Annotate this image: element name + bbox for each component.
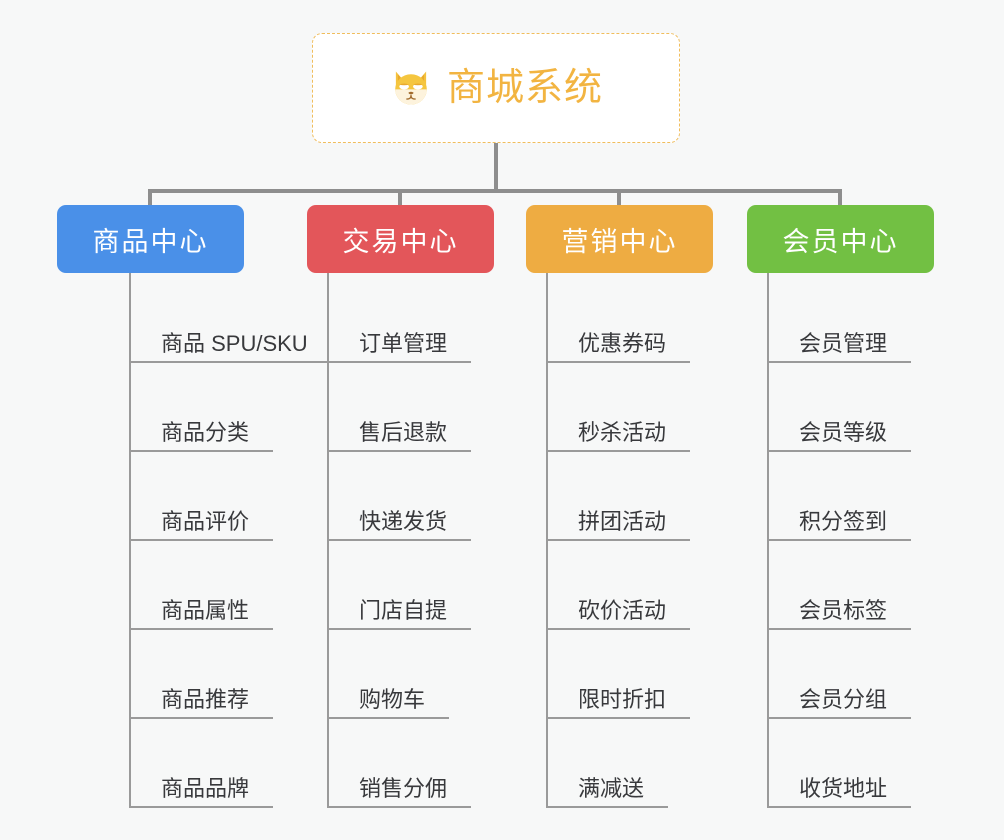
list-item[interactable]: 商品属性 <box>131 541 307 630</box>
branch-marketing-center: 营销中心 优惠券码 秒杀活动 拼团活动 砍价活动 限时折扣 满减送 <box>526 205 776 808</box>
leaf-label: 会员分组 <box>769 686 912 719</box>
leaf-label: 会员管理 <box>769 330 912 363</box>
list-item[interactable]: 销售分佣 <box>329 719 557 808</box>
category-label-2: 营销中心 <box>561 226 678 257</box>
list-item[interactable]: 会员标签 <box>769 541 997 630</box>
leaf-label: 砍价活动 <box>548 597 691 630</box>
category-box-0[interactable]: 商品中心 <box>57 205 244 273</box>
leaf-label: 销售分佣 <box>329 775 472 808</box>
leaf-label: 限时折扣 <box>548 686 691 719</box>
leaf-list-2: 优惠券码 秒杀活动 拼团活动 砍价活动 限时折扣 满减送 <box>546 273 776 808</box>
list-item[interactable]: 会员分组 <box>769 630 997 719</box>
category-box-1[interactable]: 交易中心 <box>307 205 494 273</box>
leaf-label: 商品品牌 <box>131 775 274 808</box>
branch-product-center: 商品中心 商品 SPU/SKU 商品分类 商品评价 商品属性 商品推荐 商品品牌 <box>57 205 332 808</box>
leaf-label: 快递发货 <box>329 508 472 541</box>
list-item[interactable]: 门店自提 <box>329 541 557 630</box>
list-item[interactable]: 优惠券码 <box>548 274 776 363</box>
list-item[interactable]: 秒杀活动 <box>548 363 776 452</box>
connector-drop-3 <box>838 189 842 205</box>
leaf-label: 商品推荐 <box>131 686 274 719</box>
branch-trade-center: 交易中心 订单管理 售后退款 快递发货 门店自提 购物车 销售分佣 <box>307 205 557 808</box>
leaf-label: 商品 SPU/SKU <box>131 330 332 363</box>
leaf-label: 积分签到 <box>769 508 912 541</box>
list-item[interactable]: 会员等级 <box>769 363 997 452</box>
leaf-label: 售后退款 <box>329 419 472 452</box>
leaf-list-3: 会员管理 会员等级 积分签到 会员标签 会员分组 收货地址 <box>767 273 997 808</box>
leaf-label: 订单管理 <box>329 330 472 363</box>
list-item[interactable]: 收货地址 <box>769 719 997 808</box>
list-item[interactable]: 限时折扣 <box>548 630 776 719</box>
connector-drop-2 <box>617 189 621 205</box>
leaf-label: 商品属性 <box>131 597 274 630</box>
category-label-1: 交易中心 <box>342 226 459 257</box>
list-item[interactable]: 砍价活动 <box>548 541 776 630</box>
list-item[interactable]: 售后退款 <box>329 363 557 452</box>
list-item[interactable]: 积分签到 <box>769 452 997 541</box>
branch-member-center: 会员中心 会员管理 会员等级 积分签到 会员标签 会员分组 收货地址 <box>747 205 997 808</box>
connector-drop-0 <box>148 189 152 205</box>
list-item[interactable]: 快递发货 <box>329 452 557 541</box>
list-item[interactable]: 商品评价 <box>131 452 307 541</box>
leaf-list-1: 订单管理 售后退款 快递发货 门店自提 购物车 销售分佣 <box>327 273 557 808</box>
list-item[interactable]: 满减送 <box>548 719 776 808</box>
leaf-label: 会员标签 <box>769 597 912 630</box>
root-node[interactable]: 商城系统 <box>312 33 680 143</box>
category-box-2[interactable]: 营销中心 <box>526 205 713 273</box>
category-label-0: 商品中心 <box>92 226 209 257</box>
connector-root-stem <box>494 143 498 193</box>
category-box-3[interactable]: 会员中心 <box>747 205 934 273</box>
list-item[interactable]: 拼团活动 <box>548 452 776 541</box>
list-item[interactable]: 订单管理 <box>329 274 557 363</box>
list-item[interactable]: 商品推荐 <box>131 630 307 719</box>
leaf-label: 会员等级 <box>769 419 912 452</box>
leaf-label: 商品评价 <box>131 508 274 541</box>
leaf-label: 收货地址 <box>769 775 912 808</box>
dog-face-icon <box>389 66 433 110</box>
category-label-3: 会员中心 <box>782 226 899 257</box>
leaf-label: 门店自提 <box>329 597 472 630</box>
leaf-label: 秒杀活动 <box>548 419 691 452</box>
list-item[interactable]: 会员管理 <box>769 274 997 363</box>
list-item[interactable]: 商品 SPU/SKU <box>131 274 332 363</box>
list-item[interactable]: 购物车 <box>329 630 557 719</box>
leaf-label: 满减送 <box>548 775 669 808</box>
list-item[interactable]: 商品分类 <box>131 363 307 452</box>
list-item[interactable]: 商品品牌 <box>131 719 307 808</box>
leaf-list-0: 商品 SPU/SKU 商品分类 商品评价 商品属性 商品推荐 商品品牌 <box>129 273 332 808</box>
connector-horizontal-bus <box>148 189 842 193</box>
leaf-label: 商品分类 <box>131 419 274 452</box>
page-title: 商城系统 <box>446 67 603 109</box>
leaf-label: 购物车 <box>329 686 450 719</box>
connector-drop-1 <box>398 189 402 205</box>
leaf-label: 优惠券码 <box>548 330 691 363</box>
leaf-label: 拼团活动 <box>548 508 691 541</box>
